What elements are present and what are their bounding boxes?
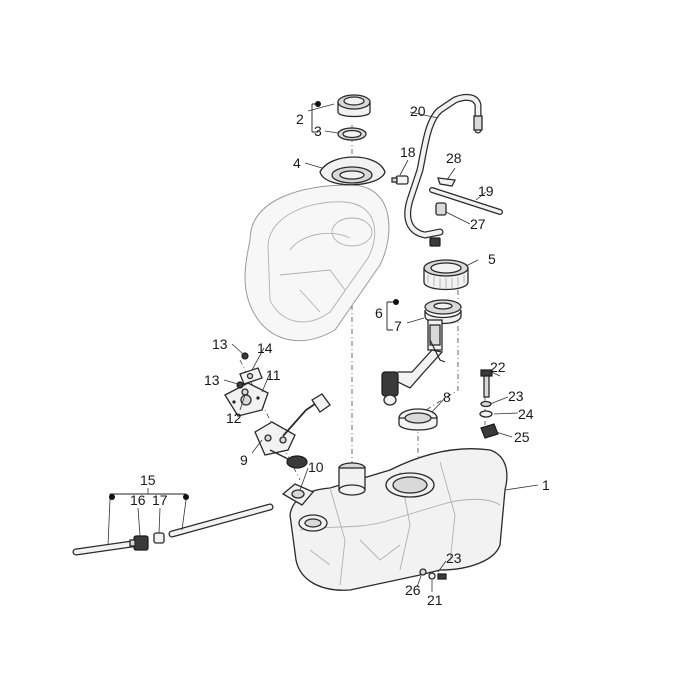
clip-nut bbox=[480, 423, 499, 439]
callout-21: 21 bbox=[427, 592, 443, 608]
callout-12: 12 bbox=[226, 410, 242, 426]
callout-23-upper: 23 bbox=[508, 388, 524, 404]
group-brackets bbox=[107, 101, 399, 546]
callout-5: 5 bbox=[488, 251, 496, 267]
sender-fitting bbox=[281, 483, 315, 506]
mounting-bracket bbox=[239, 367, 263, 385]
callout-28: 28 bbox=[446, 150, 462, 166]
lower-fasteners bbox=[419, 568, 447, 580]
callout-24: 24 bbox=[518, 406, 534, 422]
callout-27: 27 bbox=[470, 216, 486, 232]
callout-10: 10 bbox=[308, 459, 324, 475]
callout-25: 25 bbox=[514, 429, 530, 445]
mount-bolt bbox=[480, 369, 493, 398]
filler-funnel bbox=[319, 156, 386, 186]
callout-labels: 1 2 3 4 5 6 7 8 9 10 11 12 13 13 14 15 1… bbox=[130, 103, 550, 608]
hose-connector bbox=[391, 175, 409, 185]
callout-1: 1 bbox=[542, 477, 550, 493]
vent-hose bbox=[404, 93, 483, 239]
callout-3: 3 bbox=[314, 123, 322, 139]
hose-clamp-27 bbox=[429, 202, 447, 247]
cap-gasket bbox=[337, 127, 367, 141]
callout-22: 22 bbox=[490, 359, 506, 375]
callout-13-lower: 13 bbox=[204, 372, 220, 388]
callout-2: 2 bbox=[296, 111, 304, 127]
leader-lines bbox=[137, 103, 539, 592]
rear-frame-ghost bbox=[244, 184, 390, 342]
callout-26: 26 bbox=[405, 582, 421, 598]
callout-7: 7 bbox=[394, 318, 402, 334]
callout-11: 11 bbox=[266, 367, 281, 383]
fuel-pump bbox=[381, 299, 462, 406]
callout-16: 16 bbox=[130, 492, 146, 508]
callout-4: 4 bbox=[293, 155, 301, 171]
fuel-tank bbox=[289, 448, 508, 591]
callout-15: 15 bbox=[140, 472, 156, 488]
pump-gasket bbox=[398, 408, 438, 431]
breather-pipe bbox=[72, 503, 274, 556]
callout-14: 14 bbox=[257, 340, 273, 356]
hose-clip-28 bbox=[437, 177, 456, 187]
callout-18: 18 bbox=[400, 144, 416, 160]
screws-13 bbox=[236, 352, 249, 389]
callout-17: 17 bbox=[152, 492, 168, 508]
washer-12 bbox=[241, 388, 249, 396]
fuel-cap bbox=[337, 94, 371, 118]
callout-13-upper: 13 bbox=[212, 336, 228, 352]
drain-hose bbox=[429, 187, 503, 215]
callout-19: 19 bbox=[478, 183, 494, 199]
callout-8: 8 bbox=[443, 389, 451, 405]
callout-9: 9 bbox=[240, 452, 248, 468]
callout-23-lower: 23 bbox=[446, 550, 462, 566]
ring-nut bbox=[423, 259, 469, 291]
sender-plate bbox=[224, 382, 269, 417]
callout-6: 6 bbox=[375, 305, 383, 321]
check-valve bbox=[129, 535, 149, 551]
level-sender bbox=[254, 393, 331, 469]
callout-20: 20 bbox=[410, 103, 426, 119]
pipe-clip bbox=[153, 532, 165, 544]
